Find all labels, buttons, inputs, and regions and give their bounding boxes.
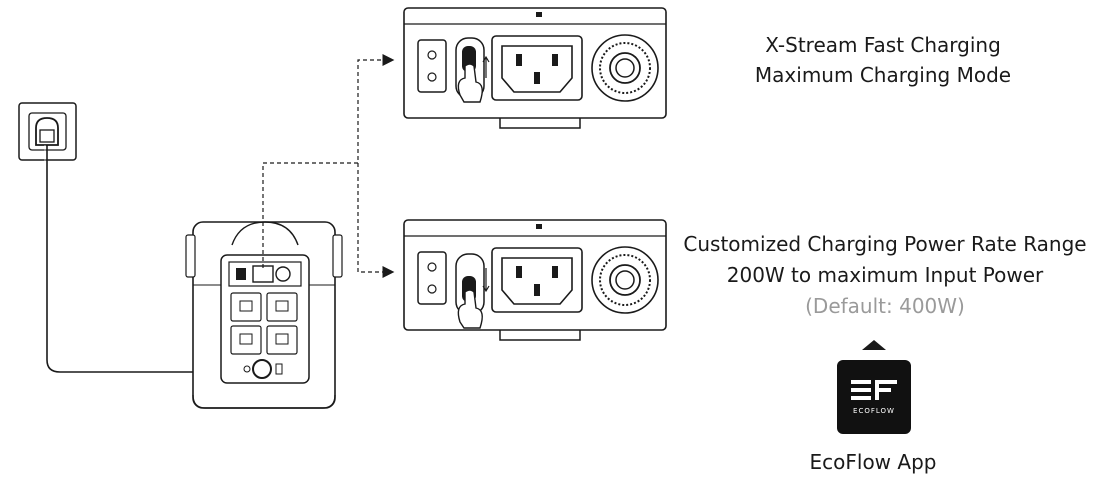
power-station-icon xyxy=(185,221,343,409)
xstream-label-line1: X-Stream Fast Charging xyxy=(765,33,1001,57)
connector-line-bottom xyxy=(357,163,395,278)
input-panel-custom-icon xyxy=(403,219,667,341)
input-panel-xstream-icon xyxy=(403,7,667,129)
custom-label-default: (Default: 400W) xyxy=(805,294,965,318)
ecoflow-logo-text: ECOFLOW xyxy=(853,407,895,415)
app-caption: EcoFlow App xyxy=(809,450,937,474)
ecoflow-logo-icon xyxy=(851,380,897,400)
xstream-label-line2: Maximum Charging Mode xyxy=(754,63,1012,87)
custom-label-line2: 200W to maximum Input Power xyxy=(726,263,1044,287)
custom-label-line1: Customized Charging Power Rate Range xyxy=(683,232,1087,256)
up-arrow-icon xyxy=(862,340,886,350)
ecoflow-app-icon[interactable]: ECOFLOW xyxy=(837,360,911,434)
power-cable xyxy=(46,145,263,373)
wall-outlet-icon xyxy=(18,102,77,161)
